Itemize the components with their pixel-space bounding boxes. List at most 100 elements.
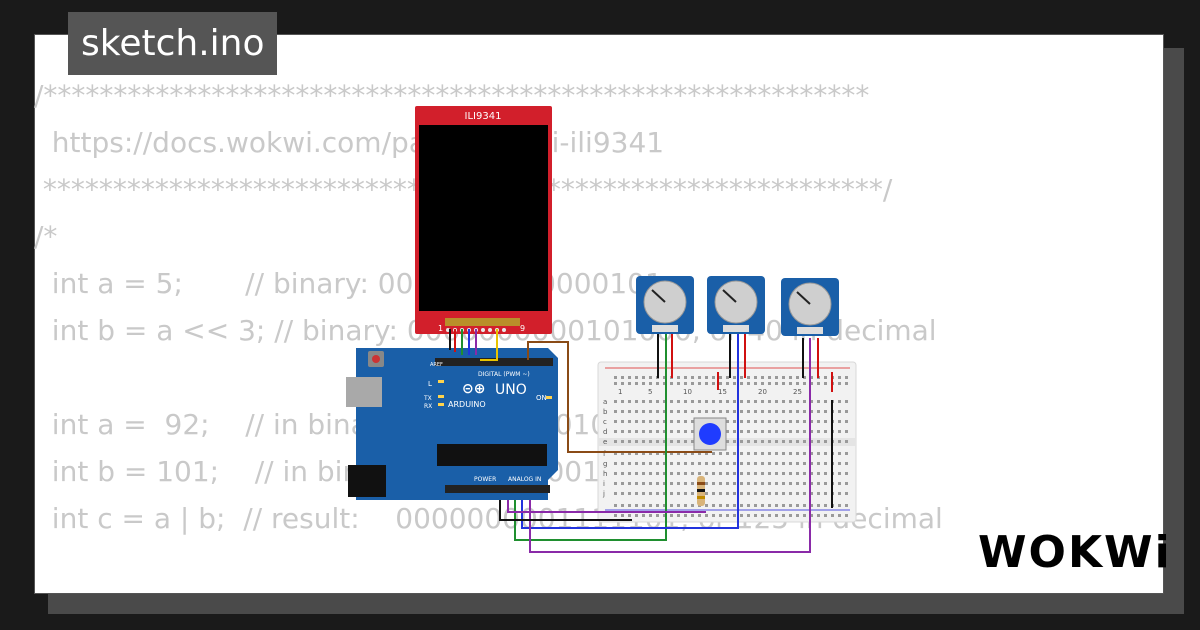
breadboard-hole bbox=[838, 514, 841, 517]
wokwi-logo: WOKWi bbox=[978, 527, 1172, 578]
breadboard-hole bbox=[698, 382, 701, 385]
breadboard-hole bbox=[754, 492, 757, 495]
breadboard-hole bbox=[754, 514, 757, 517]
breadboard-hole bbox=[663, 382, 666, 385]
potentiometer-3[interactable] bbox=[781, 278, 839, 336]
breadboard-hole bbox=[796, 420, 799, 423]
breadboard-hole bbox=[670, 400, 673, 403]
breadboard-hole bbox=[747, 472, 750, 475]
breadboard-hole bbox=[803, 514, 806, 517]
breadboard-hole bbox=[628, 400, 631, 403]
breadboard-hole bbox=[649, 382, 652, 385]
breadboard-hole bbox=[663, 430, 666, 433]
ili9341-display[interactable]: ILI9341 1 9 bbox=[415, 106, 552, 334]
breadboard-hole bbox=[628, 440, 631, 443]
breadboard-hole bbox=[691, 472, 694, 475]
breadboard-hole bbox=[831, 514, 834, 517]
arduino-uno[interactable]: ⊝⊕ UNO ARDUINO DIGITAL (PWM ~) ANALOG IN… bbox=[346, 348, 558, 500]
breadboard-hole bbox=[761, 440, 764, 443]
breadboard-hole bbox=[796, 472, 799, 475]
breadboard-hole bbox=[656, 492, 659, 495]
breadboard-hole bbox=[712, 462, 715, 465]
breadboard-hole bbox=[740, 514, 743, 517]
breadboard-hole bbox=[670, 410, 673, 413]
breadboard-hole bbox=[712, 400, 715, 403]
breadboard-hole bbox=[663, 410, 666, 413]
breadboard-hole bbox=[796, 492, 799, 495]
breadboard-hole bbox=[733, 430, 736, 433]
breadboard-hole bbox=[656, 462, 659, 465]
breadboard-hole bbox=[761, 400, 764, 403]
breadboard-hole bbox=[628, 482, 631, 485]
breadboard-hole bbox=[642, 492, 645, 495]
breadboard-hole bbox=[740, 472, 743, 475]
breadboard-hole bbox=[740, 452, 743, 455]
breadboard-hole bbox=[649, 492, 652, 495]
breadboard-hole bbox=[838, 400, 841, 403]
breadboard-hole bbox=[782, 472, 785, 475]
breadboard-hole bbox=[838, 420, 841, 423]
breadboard-hole bbox=[789, 420, 792, 423]
breadboard-hole bbox=[614, 400, 617, 403]
breadboard-hole bbox=[649, 400, 652, 403]
l-led-label: L bbox=[428, 380, 432, 388]
breadboard-hole bbox=[768, 492, 771, 495]
breadboard-hole bbox=[649, 482, 652, 485]
breadboard-hole bbox=[747, 410, 750, 413]
breadboard-hole bbox=[656, 472, 659, 475]
board-model: UNO bbox=[495, 382, 527, 398]
breadboard-hole bbox=[677, 514, 680, 517]
breadboard-hole bbox=[768, 430, 771, 433]
breadboard-hole bbox=[782, 492, 785, 495]
breadboard-hole bbox=[789, 376, 792, 379]
breadboard-hole bbox=[698, 452, 701, 455]
breadboard-hole bbox=[677, 420, 680, 423]
breadboard-hole bbox=[642, 376, 645, 379]
bb-row-label: h bbox=[603, 470, 607, 478]
breadboard-hole bbox=[747, 376, 750, 379]
breadboard-hole bbox=[803, 504, 806, 507]
breadboard-hole bbox=[768, 440, 771, 443]
breadboard-hole bbox=[740, 400, 743, 403]
breadboard-hole bbox=[656, 504, 659, 507]
breadboard-hole bbox=[705, 462, 708, 465]
breadboard-hole bbox=[614, 492, 617, 495]
breadboard-hole bbox=[635, 420, 638, 423]
breadboard-hole bbox=[768, 514, 771, 517]
breadboard-hole bbox=[635, 400, 638, 403]
breadboard-hole bbox=[663, 376, 666, 379]
breadboard-hole bbox=[775, 410, 778, 413]
breadboard[interactable]: 1 5 10 15 20 25 a b c d e f g h i j bbox=[597, 361, 857, 523]
breadboard-hole bbox=[740, 382, 743, 385]
breadboard-hole bbox=[663, 504, 666, 507]
breadboard-hole bbox=[663, 492, 666, 495]
breadboard-hole bbox=[614, 462, 617, 465]
breadboard-hole bbox=[761, 492, 764, 495]
breadboard-hole bbox=[719, 410, 722, 413]
breadboard-hole bbox=[789, 492, 792, 495]
breadboard-hole bbox=[712, 492, 715, 495]
breadboard-hole bbox=[621, 462, 624, 465]
breadboard-hole bbox=[677, 472, 680, 475]
breadboard-hole bbox=[789, 472, 792, 475]
breadboard-hole bbox=[796, 382, 799, 385]
breadboard-hole bbox=[656, 440, 659, 443]
breadboard-hole bbox=[677, 440, 680, 443]
breadboard-hole bbox=[782, 482, 785, 485]
breadboard-hole bbox=[803, 452, 806, 455]
breadboard-hole bbox=[768, 482, 771, 485]
sketch-title[interactable]: sketch.ino bbox=[68, 12, 278, 75]
potentiometer-2[interactable] bbox=[707, 276, 765, 334]
pushbutton[interactable] bbox=[693, 417, 727, 451]
breadboard-hole bbox=[684, 504, 687, 507]
bb-row-label: d bbox=[603, 428, 607, 436]
bb-col-label: 5 bbox=[648, 388, 652, 396]
breadboard-hole bbox=[824, 504, 827, 507]
breadboard-hole bbox=[838, 452, 841, 455]
breadboard-hole bbox=[810, 514, 813, 517]
breadboard-hole bbox=[845, 440, 848, 443]
breadboard-hole bbox=[824, 472, 827, 475]
potentiometer-1[interactable] bbox=[636, 276, 694, 334]
breadboard-hole bbox=[733, 504, 736, 507]
breadboard-hole bbox=[663, 440, 666, 443]
